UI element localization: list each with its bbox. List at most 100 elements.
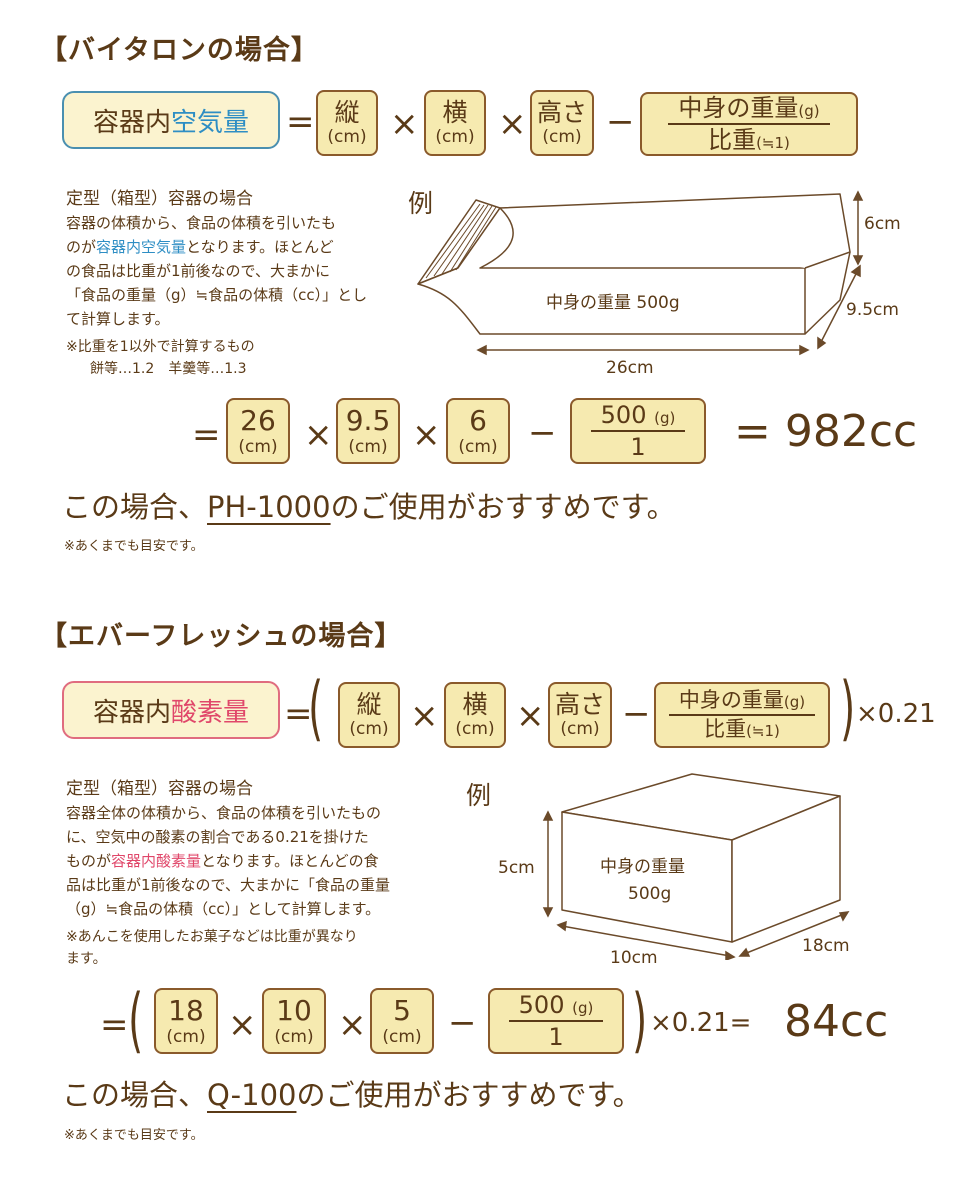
calc-length-box: 18 (cm) (154, 988, 218, 1054)
unit-label: (cm) (542, 127, 582, 147)
fraction-denominator: 比重(≒1) (708, 125, 790, 152)
frac-num-unit: (g) (783, 693, 806, 711)
rec-text: この場合、 (62, 490, 208, 524)
minus-sign: − (606, 102, 635, 142)
calc-value: 26 (240, 403, 276, 437)
calc-fraction-box: 500 (g) 1 (570, 398, 706, 464)
width-label: 横 (442, 98, 468, 127)
length-label: 縦 (356, 690, 382, 719)
equals-sign: = (284, 694, 313, 734)
minus-sign: − (448, 1003, 477, 1043)
height-label: 高さ (554, 690, 605, 719)
times-sign: × (390, 104, 419, 144)
section2-note: ※あんこを使用したお菓子などは比重が異なり (66, 929, 358, 945)
box-content-label: 中身の重量 (600, 857, 685, 877)
unit-label: (cm) (455, 719, 495, 739)
calc-width-box: 10 (cm) (262, 988, 326, 1054)
weight-over-gravity-box: 中身の重量(g) 比重(≒1) (654, 682, 830, 748)
pouch-length-label: 26cm (606, 358, 654, 378)
left-paren: ( (308, 667, 324, 749)
unit-label: (cm) (238, 436, 278, 457)
section2-recommendation: この場合、Q-100のご使用がおすすめです。 (62, 1072, 642, 1114)
width-label: 横 (462, 690, 488, 719)
box-depth-label: 18cm (802, 936, 850, 956)
label-prefix: 容器内 (92, 697, 171, 728)
right-paren: ) (840, 667, 856, 749)
frac-num-text: 中身の重量 (678, 94, 799, 122)
width-box: 横 (cm) (424, 90, 486, 156)
product-name: PH-1000 (207, 490, 331, 524)
pouch-diagram (417, 190, 864, 356)
frac-den-text: 比重 (704, 717, 747, 741)
section1-desc-line: のが容器内空気量となります。ほとんど (66, 240, 334, 255)
section1-recommendation: この場合、PH-1000のご使用がおすすめです。 (62, 484, 676, 526)
frac-num-text: 中身の重量 (678, 688, 784, 712)
times-sign: × (412, 415, 441, 455)
section1-title: 【バイタロンの場合】 (40, 35, 319, 66)
section1-result: = 982cc (734, 406, 918, 457)
frac-num-unit: (g) (798, 102, 820, 120)
section1-desc-line: 「食品の重量（g）≒食品の体積（cc）」とし (66, 286, 368, 304)
section2-footnote: ※あくまでも目安です。 (64, 1128, 204, 1143)
box-content-weight: 500g (628, 884, 672, 904)
left-paren: ( (128, 979, 144, 1061)
section1-desc-line: て計算します。 (66, 310, 170, 328)
label-highlight: 酸素量 (171, 697, 250, 728)
calc-value: 10 (276, 993, 312, 1027)
desc-text: ものが (66, 852, 112, 870)
section1-desc-line: の食品は比重が1前後なので、大まかに (66, 262, 330, 280)
unit-label: (cm) (435, 127, 475, 147)
calc-height-box: 5 (cm) (370, 988, 434, 1054)
section1-note: 餅等…1.2 羊羹等…1.3 (90, 361, 247, 377)
box-height-label: 5cm (498, 858, 535, 878)
desc-text: となります。ほとんどの食 (201, 852, 379, 870)
equals-sign: = (192, 415, 221, 455)
times-sign: × (338, 1005, 367, 1045)
equals-sign: = (100, 1005, 129, 1045)
oxygen-volume-label: 容器内酸素量 (62, 681, 280, 739)
section1-note: ※比重を1以外で計算するもの (66, 339, 255, 355)
calc-value: 9.5 (345, 403, 391, 437)
air-volume-label: 容器内空気量 (62, 91, 280, 149)
unit-label: (cm) (382, 1026, 422, 1047)
section2-desc-line: に、空気中の酸素の割合である0.21を掛けた (66, 828, 369, 846)
weight-over-gravity-box: 中身の重量(g) 比重(≒1) (640, 92, 858, 156)
section1-subheading: 定型（箱型）容器の場合 (66, 189, 253, 209)
unit-label: (cm) (327, 127, 367, 147)
times-sign: × (498, 104, 527, 144)
pouch-height-label: 6cm (864, 214, 901, 234)
height-box: 高さ (cm) (548, 682, 612, 748)
fraction-numerator: 500 (g) (508, 993, 604, 1022)
box-diagram (542, 773, 850, 960)
fraction-denominator: 比重(≒1) (704, 716, 780, 740)
frac-den-unit: (≒1) (756, 134, 790, 152)
section1-desc-line: 容器の体積から、食品の体積を引いたも (66, 214, 337, 232)
height-label: 高さ (536, 98, 587, 127)
section1-footnote: ※あくまでも目安です。 (64, 539, 204, 554)
rec-text: この場合、 (62, 1078, 208, 1112)
unit-label: (cm) (349, 719, 389, 739)
section2-desc-line: 品は比重が1前後なので、大まかに「食品の重量 (66, 876, 390, 894)
calc-value: 18 (168, 993, 204, 1027)
right-paren: ) (632, 979, 648, 1061)
product-name: Q-100 (207, 1078, 297, 1112)
example-label: 例 (408, 189, 434, 218)
minus-sign: − (622, 694, 651, 734)
desc-highlight: 容器内酸素量 (111, 852, 202, 870)
calc-value: 5 (393, 993, 411, 1027)
fraction-denominator: 1 (548, 1023, 564, 1051)
times-sign: × (228, 1005, 257, 1045)
height-box: 高さ (cm) (530, 90, 594, 156)
pouch-depth-label: 9.5cm (846, 300, 899, 320)
frac-den-unit: (≒1) (746, 722, 780, 740)
unit-label: (cm) (560, 719, 600, 739)
fraction-denominator: 1 (630, 433, 646, 461)
section2-result: 84cc (784, 996, 889, 1047)
width-box: 横 (cm) (444, 682, 506, 748)
unit-label: (cm) (458, 436, 498, 457)
frac-num-unit: (g) (654, 409, 676, 427)
label-prefix: 容器内 (92, 107, 171, 138)
times-sign: × (410, 696, 439, 736)
pouch-content-label: 中身の重量 500g (546, 293, 680, 313)
frac-den-text: 比重 (708, 126, 757, 154)
